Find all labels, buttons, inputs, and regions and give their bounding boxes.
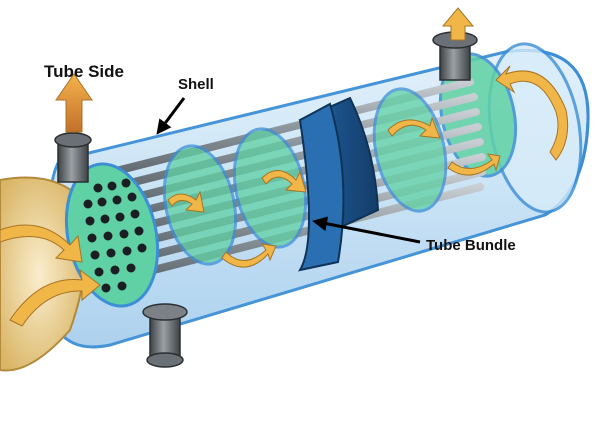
baffle-2 [232,127,308,249]
tube-bundle-leader-arrow [312,216,421,244]
tube-side-label: Tube Side [44,62,124,81]
baffle-3 [372,87,448,213]
shell-swirl-arrow-3 [261,170,307,193]
tube-sheet-front [64,162,160,308]
shell-up-arrow [441,7,475,41]
inlet-swirl-arrow-2 [9,268,101,327]
tube-bundle-label: Tube Bundle [426,237,516,254]
shell-swirl-arrow-1 [167,190,205,213]
tube-holes [83,178,147,293]
flow-arrows [0,7,569,327]
shell-inlet-nozzle [142,303,188,368]
inlet-swirl-arrow-1 [0,224,83,263]
shell-swirl-arrow-6 [495,65,569,161]
tube-side-up-arrow [55,73,93,133]
shell-swirl-arrow-5 [447,153,501,176]
label-leaders [156,97,421,244]
shell-label: Shell [178,76,214,93]
tube-side-nozzle [54,132,92,183]
shell-swirl-arrow-2 [221,243,277,268]
shell-band [297,96,380,272]
shell-leader-arrow [156,97,186,135]
baffles [162,87,448,266]
shell-swirl-arrow-4 [387,116,441,139]
